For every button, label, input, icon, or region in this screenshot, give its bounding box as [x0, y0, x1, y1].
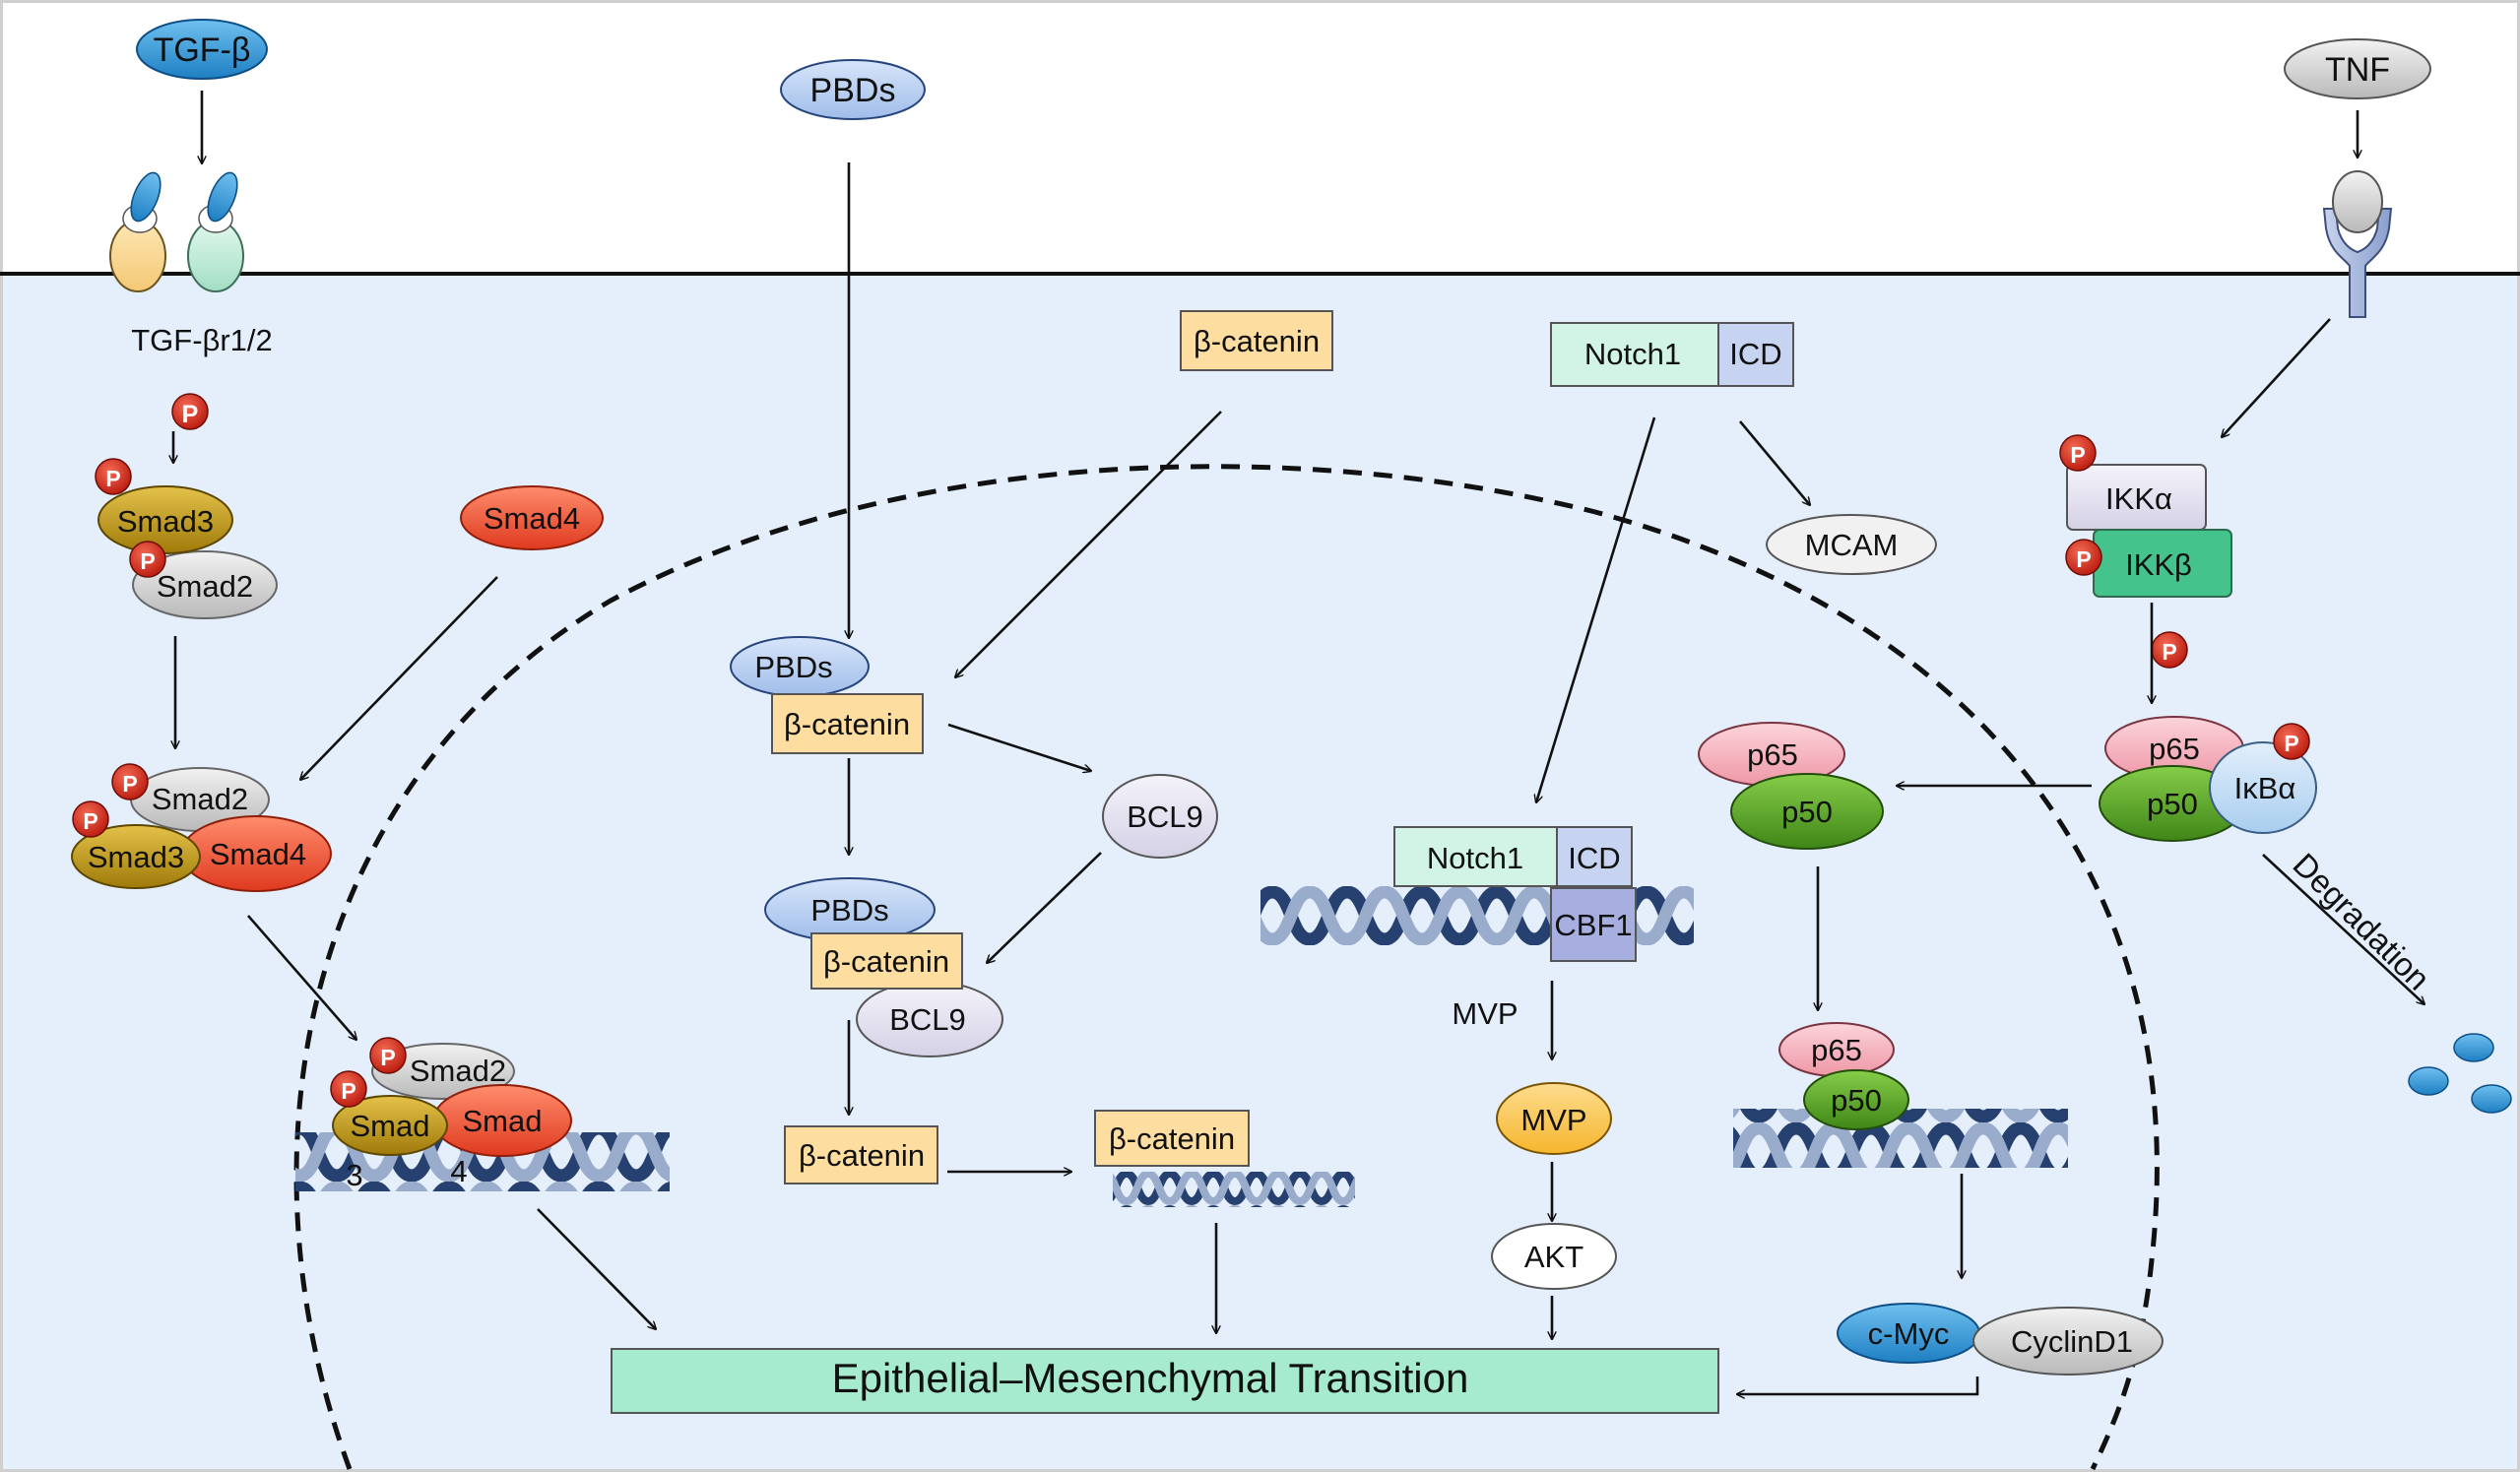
ikba-label: IκBα	[2234, 771, 2296, 805]
cbf1-label: CBF1	[1554, 908, 1632, 942]
ikkb-label: IKKβ	[2125, 547, 2192, 582]
tgfb-ligand: TGF-β	[136, 19, 268, 80]
mcam: MCAM	[1766, 514, 1937, 575]
bcatenin-on-dna: β-catenin	[1094, 1110, 1250, 1167]
degradation-fragments	[2408, 1033, 2512, 1114]
pbds-1-label: PBDs	[754, 650, 832, 684]
cytoplasm-region	[3, 274, 2517, 1469]
p65-complex-label: p65	[2149, 732, 2200, 766]
pbds-bcatenin-complex: PBDs β-catenin	[730, 636, 924, 754]
svg-text:P: P	[2162, 639, 2176, 665]
mvp-gene-label: MVP	[1452, 996, 1518, 1031]
notch1-icd-cyto: Notch1 ICD	[1550, 322, 1794, 387]
tgfb-receptor	[109, 171, 244, 292]
smad3-label: Smad3	[117, 504, 214, 539]
mcam-label: MCAM	[1805, 528, 1899, 562]
dna-bcatenin	[1113, 1172, 1355, 1207]
pbds-label: PBDs	[810, 72, 896, 109]
tnf-receptor	[2322, 170, 2393, 318]
nuc-smad2-label: Smad2	[410, 1054, 506, 1088]
nuc-smad3-label-b: 3	[346, 1158, 362, 1192]
svg-text:P: P	[140, 548, 155, 574]
smad4-free: Smad4	[460, 485, 604, 550]
svg-text:P: P	[83, 808, 97, 834]
cmyc-label: c-Myc	[1868, 1316, 1950, 1351]
notch1-icd-cbf1-complex: CBF1 Notch1 ICD	[1393, 826, 1637, 962]
icd-nuc-label: ICD	[1568, 841, 1620, 875]
nuclear-envelope	[293, 464, 2160, 1471]
svg-text:P: P	[341, 1078, 355, 1104]
p65-dna-label: p65	[1811, 1033, 1862, 1067]
bcl9-free: BCL9	[1102, 774, 1218, 859]
nuc-smad3-label-a: Smad	[351, 1109, 430, 1143]
p65-p50-free: p65 p50	[1698, 722, 1884, 850]
mvp-label: MVP	[1520, 1103, 1586, 1137]
svg-text:P: P	[105, 466, 120, 491]
bcl9-free-label: BCL9	[1127, 800, 1203, 834]
nuc-smad4-label-a: Smad	[463, 1104, 543, 1138]
smad2-label: Smad2	[157, 569, 253, 604]
complex-smad3-label: Smad3	[88, 840, 184, 874]
notch1-nuc-label: Notch1	[1427, 841, 1523, 875]
p50-complex-label: p50	[2147, 787, 2198, 821]
tgfb-receptor-label: TGF-βr1/2	[131, 323, 273, 357]
p65-free-label: p65	[1747, 737, 1798, 772]
akt: AKT	[1491, 1223, 1617, 1290]
svg-text:P: P	[122, 771, 137, 797]
tgfb-label: TGF-β	[154, 32, 251, 69]
akt-label: AKT	[1524, 1240, 1583, 1274]
smad4-label: Smad4	[484, 501, 580, 536]
svg-text:P: P	[2284, 731, 2298, 756]
mvp: MVP	[1496, 1082, 1612, 1155]
phospho-receptor: P	[171, 393, 209, 430]
p50-free-label: p50	[1781, 795, 1833, 829]
nuc-smad4-label-b: 4	[450, 1154, 467, 1188]
notch1-cyto-label: Notch1	[1584, 337, 1681, 371]
dna-nfkb	[1733, 1109, 2068, 1168]
ikka-label: IKKα	[2105, 481, 2172, 516]
smad2-smad3-smad4-complex: Smad2 Smad4 Smad3 P P	[71, 763, 332, 892]
ikk-complex: IKKα IKKβ P P	[2059, 434, 2232, 598]
svg-text:P: P	[182, 401, 199, 428]
pbds-bcatenin-bcl9-complex: BCL9 PBDs β-catenin	[764, 877, 1003, 1057]
smad3-smad2-complex: Smad2 Smad3 P P	[95, 458, 278, 619]
bcat-cyto-label: β-catenin	[1194, 324, 1320, 358]
bcl9-bound-label: BCL9	[889, 1002, 966, 1037]
bcat-1-label: β-catenin	[784, 707, 910, 741]
cmyc-cyclind1: c-Myc CyclinD1	[1837, 1303, 2164, 1376]
bcatenin-nuclear: β-catenin	[784, 1125, 938, 1184]
p65-p50-ikba-complex: p65 p50 IκBα P	[2099, 716, 2317, 842]
svg-text:P: P	[2070, 442, 2085, 468]
icd-cyto-label: ICD	[1729, 337, 1781, 371]
phospho-ikk: P	[2151, 631, 2188, 669]
bcat-2-label: β-catenin	[823, 944, 949, 979]
cyclind1-label: CyclinD1	[2011, 1324, 2133, 1359]
complex-smad2-label: Smad2	[152, 782, 248, 816]
nuclear-smad-complex: Smad2 Smad Smad 3 4 P P	[330, 1037, 572, 1192]
emt-label: Epithelial–Mesenchymal Transition	[832, 1355, 1469, 1401]
complex-smad4-label: Smad4	[210, 837, 306, 871]
tnf-label: TNF	[2325, 51, 2390, 89]
emt-box: Epithelial–Mesenchymal Transition	[611, 1348, 1719, 1414]
pbds-2-label: PBDs	[810, 893, 888, 928]
p65-p50-on-dna: p65 p50	[1778, 1022, 1909, 1130]
svg-text:P: P	[2076, 546, 2091, 572]
tnf-ligand: TNF	[2284, 38, 2431, 99]
bcatenin-cyto: β-catenin	[1180, 310, 1333, 371]
pbds-extracellular: PBDs	[780, 59, 926, 120]
bcat-4-label: β-catenin	[1109, 1121, 1235, 1156]
svg-text:P: P	[380, 1045, 395, 1070]
bcat-3-label: β-catenin	[799, 1138, 925, 1173]
p50-dna-label: p50	[1831, 1083, 1882, 1118]
